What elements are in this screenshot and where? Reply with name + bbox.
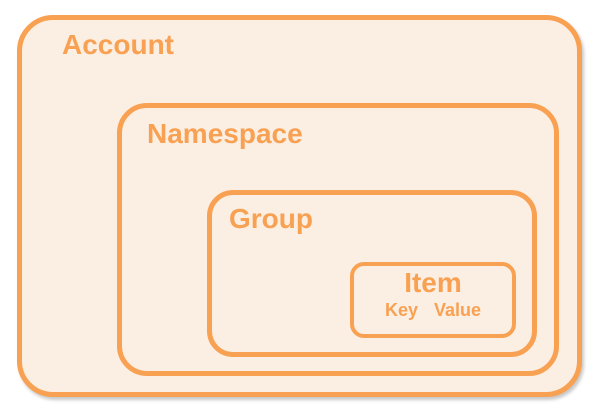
item-fields-row: Key Value [385, 301, 481, 319]
group-label: Group [229, 203, 313, 234]
item-key-label: Key [384, 300, 418, 320]
namespace-label: Namespace [147, 118, 303, 149]
namespace-box: Namespace Group Item Key Value [117, 103, 559, 376]
account-box: Account Namespace Group Item Key Value [17, 15, 582, 397]
account-label: Account [62, 29, 174, 60]
item-box: Item Key Value [350, 262, 516, 338]
item-value-label: Value [434, 300, 482, 320]
item-label: Item [404, 267, 462, 298]
group-box: Group Item Key Value [207, 190, 537, 357]
